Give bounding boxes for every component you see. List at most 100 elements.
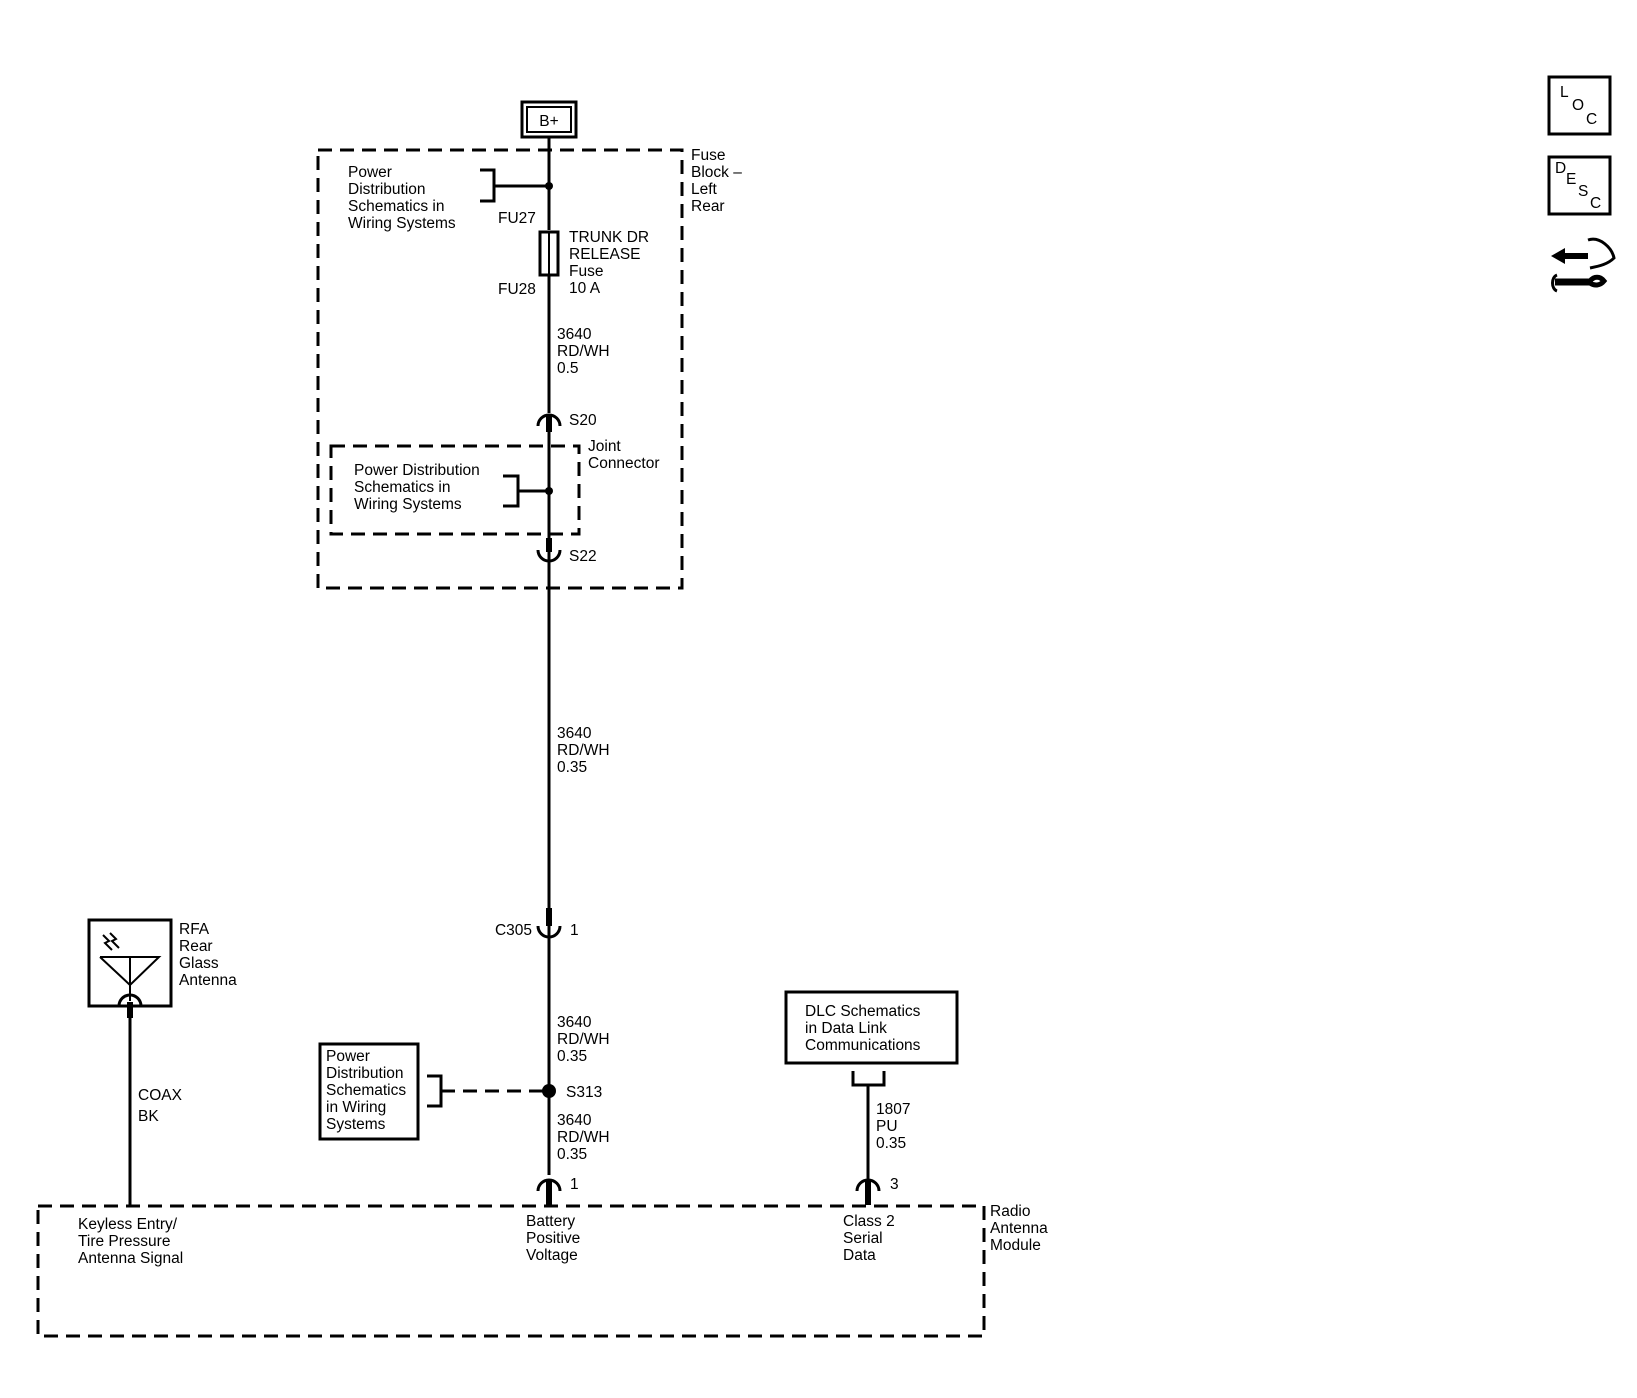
- svg-text:DLC Schematics: DLC Schematics: [805, 1003, 921, 1020]
- svg-text:RFA: RFA: [179, 921, 210, 938]
- svg-text:S313: S313: [566, 1084, 602, 1101]
- svg-text:RD/WH: RD/WH: [557, 1129, 610, 1146]
- svg-text:Glass: Glass: [179, 955, 219, 972]
- coax-wire-label: COAX BK: [138, 1087, 183, 1125]
- svg-text:Wiring Systems: Wiring Systems: [354, 496, 462, 513]
- svg-text:O: O: [1572, 97, 1584, 114]
- svg-text:S: S: [1578, 183, 1588, 200]
- radio-antenna-module-title: Radio Antenna Module: [990, 1203, 1048, 1254]
- svg-text:Battery: Battery: [526, 1213, 575, 1230]
- radio-antenna-module-outline: [36, 1204, 986, 1338]
- svg-text:Connector: Connector: [588, 455, 660, 472]
- power-distribution-reference-lower[interactable]: Power Distribution Schematics in Wiring …: [318, 1042, 549, 1141]
- svg-text:Wiring Systems: Wiring Systems: [348, 215, 456, 232]
- svg-text:Block –: Block –: [691, 164, 742, 181]
- location-icon[interactable]: L O C: [1547, 75, 1612, 136]
- module-pin-3-connector: 3: [855, 1176, 899, 1205]
- fuse-block-outline: [316, 148, 684, 590]
- wire-label-middle: 3640 RD/WH 0.35: [557, 725, 610, 776]
- svg-text:0.35: 0.35: [876, 1135, 906, 1152]
- svg-text:C: C: [1586, 111, 1597, 128]
- svg-text:3640: 3640: [557, 1014, 592, 1031]
- svg-text:Voltage: Voltage: [526, 1247, 578, 1264]
- svg-text:Joint: Joint: [588, 438, 621, 455]
- svg-text:Antenna Signal: Antenna Signal: [78, 1250, 183, 1267]
- svg-text:3640: 3640: [557, 326, 592, 343]
- svg-text:Power: Power: [348, 164, 392, 181]
- svg-text:Radio: Radio: [990, 1203, 1031, 1220]
- svg-text:RELEASE: RELEASE: [569, 246, 641, 263]
- fu27-label: FU27: [498, 210, 536, 227]
- antenna-signal-icon: [102, 934, 113, 951]
- trunk-release-fuse-label: TRUNK DR RELEASE Fuse 10 A: [569, 229, 649, 297]
- rear-glass-antenna: RFA Rear Glass Antenna: [87, 918, 237, 1018]
- svg-text:Fuse: Fuse: [691, 147, 725, 164]
- svg-text:S20: S20: [569, 412, 597, 429]
- svg-text:Power: Power: [326, 1048, 370, 1065]
- wire-label-lower-b: 3640 RD/WH 0.35: [557, 1112, 610, 1163]
- svg-text:0.35: 0.35: [557, 1048, 587, 1065]
- svg-text:TRUNK DR: TRUNK DR: [569, 229, 649, 246]
- power-distribution-reference-upper[interactable]: Power Distribution Schematics in Wiring …: [348, 164, 553, 232]
- svg-text:3640: 3640: [557, 725, 592, 742]
- s20-connector: S20: [536, 412, 597, 432]
- svg-text:Power Distribution: Power Distribution: [354, 462, 480, 479]
- svg-text:1807: 1807: [876, 1101, 910, 1118]
- joint-connector-label: Joint Connector: [588, 438, 660, 472]
- splice-dot-upper: [545, 182, 553, 190]
- svg-text:D: D: [1555, 160, 1566, 177]
- svg-text:Left: Left: [691, 181, 718, 198]
- svg-text:C305: C305: [495, 922, 532, 939]
- battery-positive-voltage-label: Battery Positive Voltage: [526, 1213, 580, 1264]
- joint-connector-outline: [329, 444, 581, 536]
- svg-text:1: 1: [570, 922, 579, 939]
- svg-text:3640: 3640: [557, 1112, 592, 1129]
- svg-text:Distribution: Distribution: [348, 181, 426, 198]
- svg-text:0.35: 0.35: [557, 1146, 587, 1163]
- power-distribution-reference-joint[interactable]: Power Distribution Schematics in Wiring …: [354, 462, 553, 513]
- class2-serial-data-label: Class 2 Serial Data: [843, 1213, 895, 1264]
- svg-text:RD/WH: RD/WH: [557, 742, 610, 759]
- svg-text:Systems: Systems: [326, 1116, 386, 1133]
- wire-label-upper: 3640 RD/WH 0.5: [557, 326, 610, 377]
- svg-text:BK: BK: [138, 1108, 159, 1125]
- svg-text:COAX: COAX: [138, 1087, 183, 1104]
- repair-procedure-icon[interactable]: [1551, 237, 1616, 293]
- svg-text:10 A: 10 A: [569, 280, 601, 297]
- svg-text:Positive: Positive: [526, 1230, 580, 1247]
- svg-text:C: C: [1590, 195, 1601, 212]
- battery-positive-source: B+: [520, 100, 578, 139]
- svg-text:Antenna: Antenna: [990, 1220, 1048, 1237]
- svg-text:S22: S22: [569, 548, 597, 565]
- svg-text:1: 1: [570, 1176, 579, 1193]
- svg-text:Rear: Rear: [179, 938, 213, 955]
- svg-text:L: L: [1560, 84, 1569, 101]
- s313-splice: S313: [542, 1084, 602, 1101]
- module-pin-1-connector: 1: [536, 1176, 579, 1205]
- svg-text:Schematics: Schematics: [326, 1082, 406, 1099]
- fu28-label: FU28: [498, 281, 536, 298]
- svg-text:RD/WH: RD/WH: [557, 343, 610, 360]
- svg-text:Module: Module: [990, 1237, 1041, 1254]
- description-icon[interactable]: D E S C: [1547, 155, 1612, 216]
- svg-text:Communications: Communications: [805, 1037, 921, 1054]
- svg-text:in Wiring: in Wiring: [326, 1099, 386, 1116]
- fuse-block-title: Fuse Block – Left Rear: [691, 147, 742, 215]
- battery-positive-label: B+: [539, 113, 558, 130]
- dlc-schematics-reference[interactable]: DLC Schematics in Data Link Communicatio…: [784, 990, 959, 1087]
- svg-text:Schematics in: Schematics in: [354, 479, 450, 496]
- wire-label-lower-a: 3640 RD/WH 0.35: [557, 1014, 610, 1065]
- svg-text:Fuse: Fuse: [569, 263, 603, 280]
- svg-text:0.5: 0.5: [557, 360, 579, 377]
- svg-text:Class 2: Class 2: [843, 1213, 895, 1230]
- svg-text:PU: PU: [876, 1118, 898, 1135]
- svg-text:Distribution: Distribution: [326, 1065, 404, 1082]
- s22-connector: S22: [536, 538, 597, 565]
- svg-text:Antenna: Antenna: [179, 972, 237, 989]
- svg-text:Serial: Serial: [843, 1230, 883, 1247]
- svg-text:RD/WH: RD/WH: [557, 1031, 610, 1048]
- class2-wire-label: 1807 PU 0.35: [876, 1101, 910, 1152]
- c305-connector: C305 1: [495, 908, 579, 939]
- svg-text:E: E: [1566, 171, 1576, 188]
